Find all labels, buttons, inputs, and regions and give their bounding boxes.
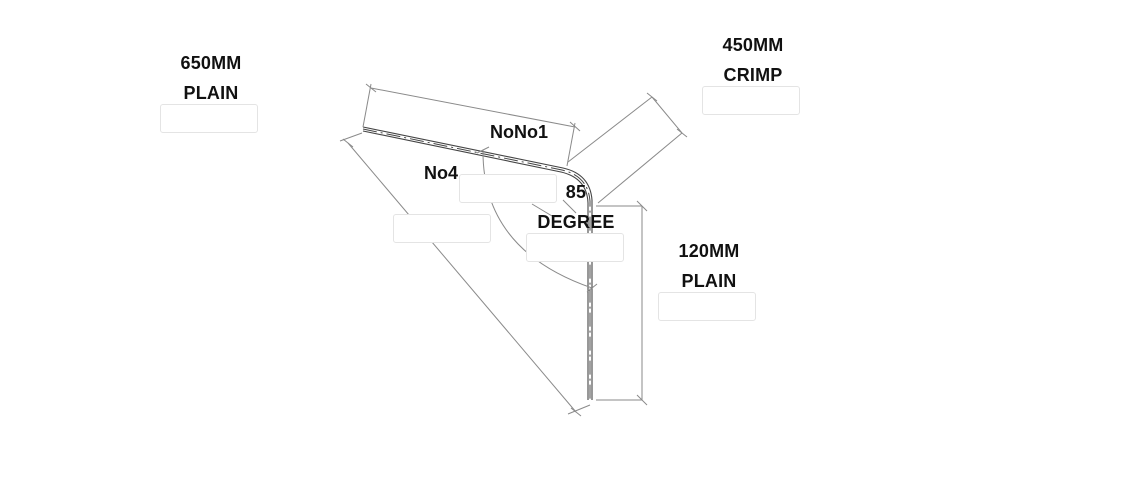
dimension-overall-diagonal: [339, 132, 591, 417]
input-no4[interactable]: [393, 214, 491, 243]
label-85-degree: 85 DEGREE: [527, 177, 625, 237]
label-450mm-crimp: 450MM CRIMP: [704, 30, 802, 90]
label-85-line1: 85: [565, 182, 587, 202]
tag-leaders: [531, 199, 577, 217]
label-650mm-line2: PLAIN: [183, 83, 239, 103]
input-650mm-plain[interactable]: [160, 104, 258, 133]
input-85-degree[interactable]: [526, 233, 624, 262]
tag-no-overlap: NoNo1: [490, 122, 548, 142]
dimension-vertical-segment: [596, 200, 648, 406]
label-650mm-line1: 650MM: [180, 53, 242, 73]
label-120mm-plain: 120MM PLAIN: [660, 236, 758, 296]
input-120mm-plain[interactable]: [658, 292, 756, 321]
label-450mm-line2: CRIMP: [723, 65, 783, 85]
input-450mm-crimp[interactable]: [702, 86, 800, 115]
dimension-crimp-segment: [567, 92, 688, 204]
angle-arc: [476, 146, 598, 293]
bent-bar-outline: [362, 126, 593, 400]
dimension-top-segment: [362, 83, 581, 167]
label-450mm-line1: 450MM: [722, 35, 784, 55]
label-85-line2: DEGREE: [537, 212, 615, 232]
label-120mm-line2: PLAIN: [681, 271, 737, 291]
input-no-overlap[interactable]: [459, 174, 557, 203]
label-120mm-line1: 120MM: [678, 241, 740, 261]
tag-no4: No4: [424, 163, 459, 183]
bar-centerline: [362, 128, 591, 400]
label-650mm-plain: 650MM PLAIN: [162, 48, 260, 108]
